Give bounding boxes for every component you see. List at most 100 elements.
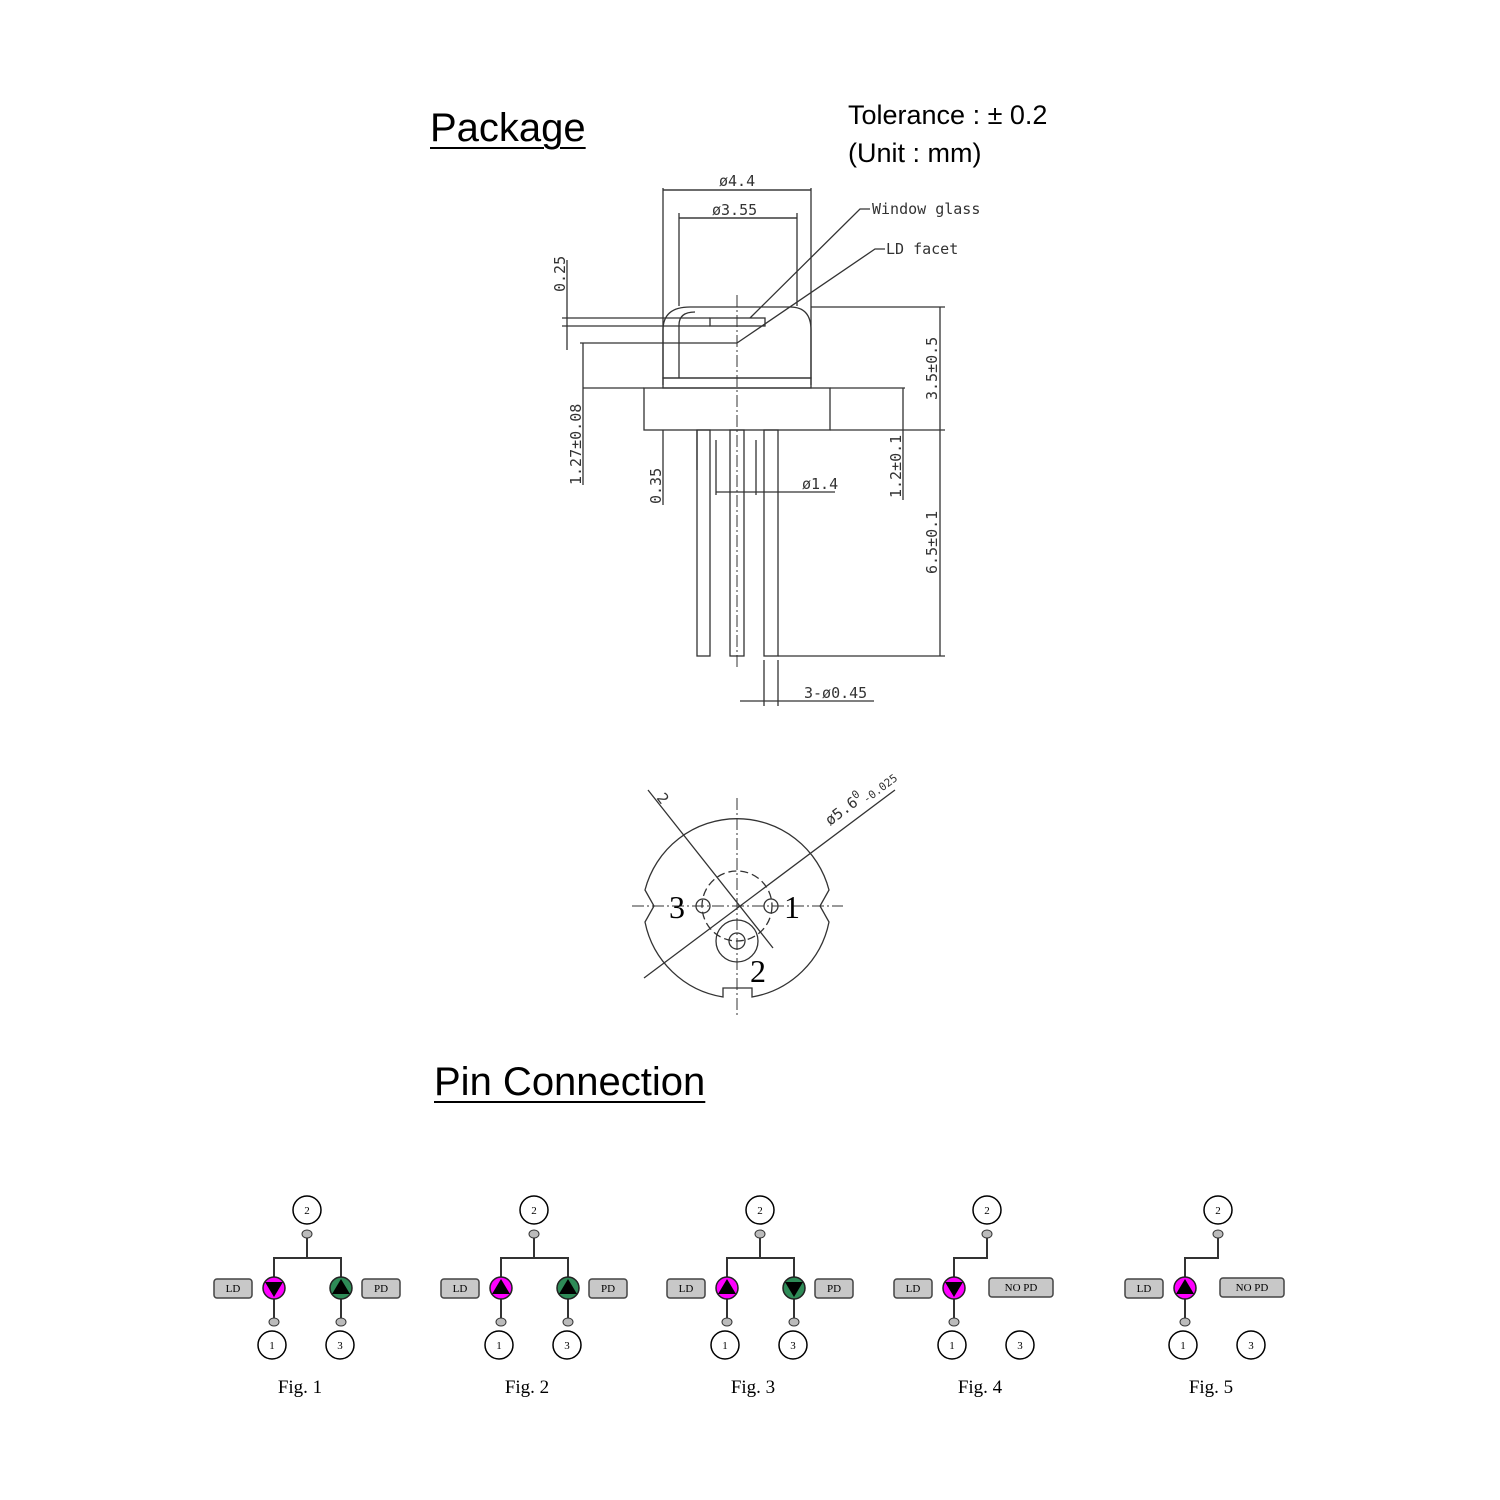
terminal xyxy=(1179,1317,1191,1327)
pin-label-1: 1 xyxy=(784,889,800,925)
pin-dims xyxy=(662,430,835,505)
right-dims xyxy=(778,306,945,657)
pin xyxy=(763,429,779,657)
figure-label: Fig. 3 xyxy=(731,1377,775,1398)
pin-3-label: 3 xyxy=(790,1340,796,1352)
pin-1-circle xyxy=(484,1330,514,1360)
dim-base-dia: ø5.60-0.025 xyxy=(820,764,900,832)
dim-cap-outer: ø4.4 xyxy=(719,172,755,190)
terminal xyxy=(1212,1229,1224,1239)
pin-3-circle xyxy=(778,1330,808,1360)
pin-2-circle xyxy=(745,1195,775,1225)
wire xyxy=(273,1238,342,1320)
terminal xyxy=(301,1229,313,1239)
ld-box-label: LD xyxy=(453,1283,468,1295)
pin-3-circle xyxy=(1236,1330,1266,1360)
pin-1-circle xyxy=(1168,1330,1198,1360)
pin-1-label: 1 xyxy=(722,1340,728,1352)
dim-cap-height: 3.5±0.5 xyxy=(923,337,941,400)
ld-box-label: LD xyxy=(1137,1283,1152,1295)
pin-2-label: 2 xyxy=(984,1205,990,1217)
dim-pin-offset: 0.35 xyxy=(647,468,665,504)
side-view: ø4.4 ø3.55 Window glass LD facet 0.25 1.… xyxy=(551,172,980,706)
pin-3-label: 3 xyxy=(337,1340,343,1352)
pin-label-2: 2 xyxy=(750,953,766,989)
pin-1-label: 1 xyxy=(496,1340,502,1352)
dim-lines xyxy=(663,189,811,219)
terminal xyxy=(268,1317,280,1327)
pin-3-circle xyxy=(1005,1330,1035,1360)
pin-2-circle xyxy=(519,1195,549,1225)
pin-1-label: 1 xyxy=(949,1340,955,1352)
pin-3-label: 3 xyxy=(1017,1340,1023,1352)
tolerance-note: Tolerance : ± 0.2 xyxy=(848,100,1048,130)
ld-box xyxy=(893,1278,933,1299)
pin-1-circle xyxy=(937,1330,967,1360)
wire xyxy=(726,1238,795,1320)
pin-1-circle xyxy=(710,1330,740,1360)
pd-box-label: PD xyxy=(827,1283,841,1295)
figure-label: Fig. 2 xyxy=(505,1377,549,1398)
pd-box xyxy=(814,1278,854,1299)
ld-box xyxy=(440,1278,480,1299)
figure-label: Fig. 1 xyxy=(278,1377,322,1398)
pin-2-label: 2 xyxy=(531,1205,537,1217)
base-outline xyxy=(644,818,830,998)
pin-1-circle xyxy=(257,1330,287,1360)
terminal xyxy=(788,1317,800,1327)
ld-triangle-icon xyxy=(1176,1279,1194,1294)
dim-facet-height: 1.27±0.08 xyxy=(567,404,585,485)
terminal xyxy=(948,1317,960,1327)
pd-triangle-icon xyxy=(332,1279,350,1294)
pin-1-label: 1 xyxy=(269,1340,275,1352)
center-lines xyxy=(632,798,843,1015)
ld-triangle-icon xyxy=(718,1279,736,1294)
dim-pin-circle: ø1.4 xyxy=(802,475,838,493)
wire xyxy=(500,1238,569,1320)
no-pd-box-label: NO PD xyxy=(1005,1282,1038,1294)
pd-triangle-icon xyxy=(559,1279,577,1294)
pin-3-circle xyxy=(325,1330,355,1360)
pin-1-label: 1 xyxy=(1180,1340,1186,1352)
pd-box xyxy=(588,1278,628,1299)
pin-2-label: 2 xyxy=(757,1205,763,1217)
ld-triangle-icon xyxy=(945,1282,963,1297)
pin-connection-title: Pin Connection xyxy=(434,1060,706,1104)
pin-label-3: 3 xyxy=(669,889,685,925)
terminal xyxy=(335,1317,347,1327)
dim-pin-length: 6.5±0.1 xyxy=(923,511,941,574)
pin-2-circle xyxy=(292,1195,322,1225)
pd-triangle-icon xyxy=(785,1282,803,1297)
left-dims xyxy=(562,260,737,485)
pin-2-label: 2 xyxy=(304,1205,310,1217)
dim-pin-dia: 3-ø0.45 xyxy=(804,684,867,702)
pd-box xyxy=(361,1278,401,1299)
no-pd-box xyxy=(1219,1277,1285,1298)
unit-note: (Unit : mm) xyxy=(848,138,982,168)
pin-dia-dim xyxy=(740,660,874,706)
terminal xyxy=(528,1229,540,1239)
ld-box xyxy=(213,1278,253,1299)
pin-3-label: 3 xyxy=(1248,1340,1254,1352)
terminal xyxy=(981,1229,993,1239)
label-window-glass: Window glass xyxy=(872,200,980,218)
pin-3-circle xyxy=(552,1330,582,1360)
terminal xyxy=(754,1229,766,1239)
ld-box-label: LD xyxy=(226,1283,241,1295)
dim-key: 2 xyxy=(653,789,673,807)
ld-box-label: LD xyxy=(679,1283,694,1295)
no-pd-box xyxy=(988,1277,1054,1298)
no-pd-box-label: NO PD xyxy=(1236,1282,1269,1294)
pd-box-label: PD xyxy=(601,1283,615,1295)
bottom-view: 2 ø5.60-0.025 1 2 3 xyxy=(632,764,900,1015)
dim-glass: 0.25 xyxy=(551,256,569,292)
pd-box-label: PD xyxy=(374,1283,388,1295)
terminal xyxy=(495,1317,507,1327)
pin-2-circle xyxy=(1203,1195,1233,1225)
dim-cap-inner: ø3.55 xyxy=(712,201,757,219)
